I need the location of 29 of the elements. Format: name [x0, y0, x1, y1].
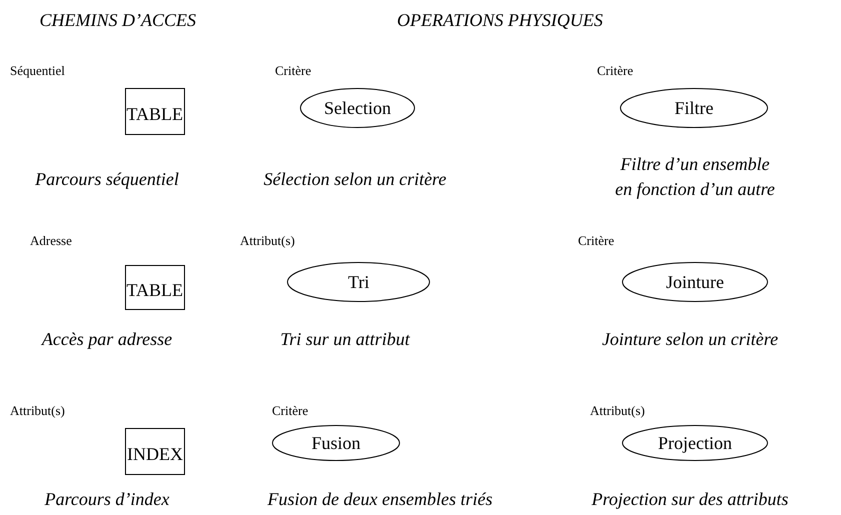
description-label: Sélection selon un critère [262, 168, 448, 191]
symbol-name: INDEX [127, 444, 183, 465]
symbol-name: Jointure [666, 272, 724, 292]
parameter-label: Critère [272, 403, 308, 418]
description-label: Accès par adresse [40, 328, 174, 351]
parameter-label: Attribut(s) [10, 403, 65, 418]
symbol-name: Tri [348, 272, 370, 292]
description-label: Filtre d’un ensemble en fonction d’un autre [614, 153, 776, 201]
description-label: Parcours d’index [44, 488, 170, 511]
parameter-label: Attribut(s) [590, 403, 645, 418]
symbol-name: Selection [324, 98, 391, 118]
symbol-name: TABLE [126, 104, 184, 125]
description-label: Fusion de deux ensembles triés [266, 488, 494, 511]
parameter-label: Critère [597, 63, 634, 78]
symbol-name: Projection [658, 432, 732, 454]
symbol-name: TABLE [126, 280, 184, 301]
description-label: Projection sur des attributs [590, 488, 790, 511]
column-heading: OPERATIONS PHYSIQUES [397, 10, 603, 31]
description-label: Parcours séquentiel [34, 168, 180, 191]
description-label: Jointure selon un critère [600, 328, 780, 351]
symbol-name: Fusion [312, 432, 361, 454]
parameter-label: Séquentiel [10, 63, 65, 78]
parameter-label: Attribut(s) [240, 233, 295, 248]
parameter-label: Adresse [30, 233, 72, 248]
column-heading: CHEMINS D’ACCES [40, 10, 196, 31]
parameter-label: Critère [578, 233, 614, 248]
parameter-label: Critère [275, 63, 312, 78]
description-label: Tri sur un attribut [279, 328, 411, 351]
symbol-name: Filtre [674, 98, 714, 118]
